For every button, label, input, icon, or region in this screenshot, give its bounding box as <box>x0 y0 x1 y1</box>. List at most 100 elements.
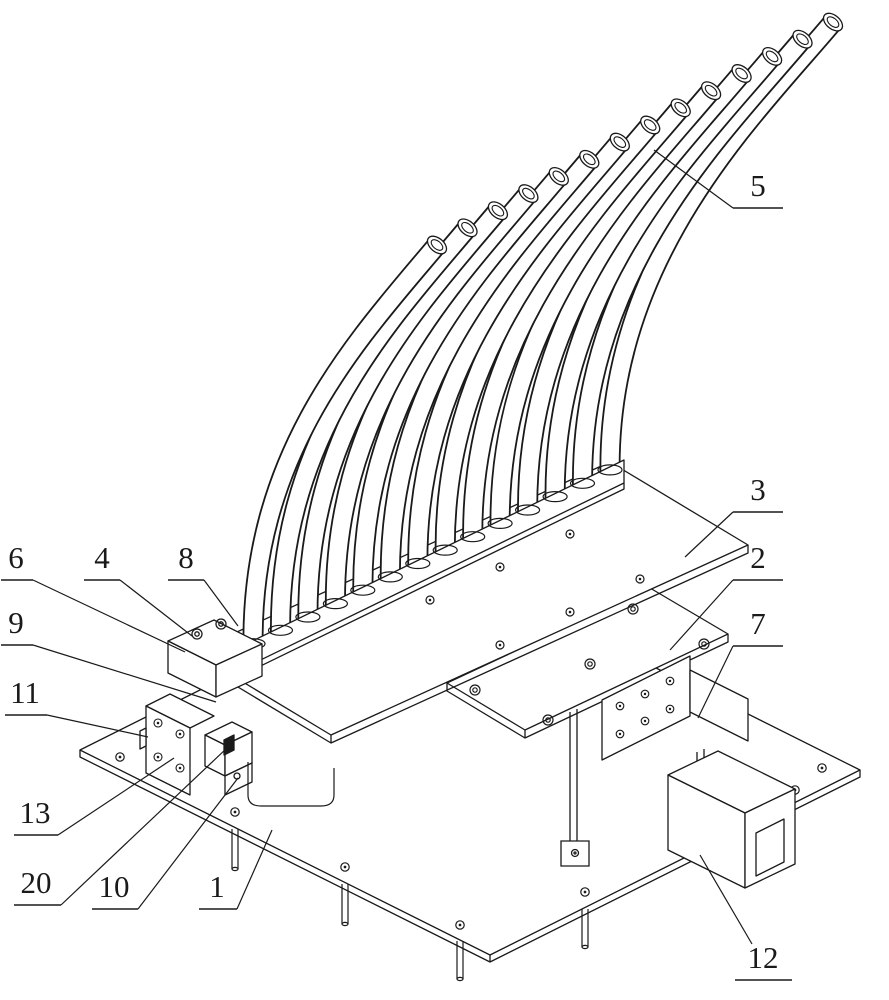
tube-body <box>491 85 718 537</box>
base-plate-thickness <box>79 750 861 963</box>
base-screw <box>455 920 465 930</box>
tube-end-bore <box>461 221 474 234</box>
callout-leader-line <box>32 579 186 653</box>
upper-plate-screw <box>425 595 435 605</box>
base-leg-pins <box>231 829 589 982</box>
base-screw-center <box>458 923 462 927</box>
tube-socket <box>350 584 376 596</box>
tube-end-bore <box>643 119 657 131</box>
tube-socket <box>460 531 486 543</box>
leg-pin-tip <box>456 976 464 982</box>
drive-motor <box>667 750 796 889</box>
tube-end-bore <box>674 101 688 114</box>
leg-pin-tip <box>581 944 589 950</box>
callout-leader-line <box>697 645 734 719</box>
clamp-hole <box>215 618 227 630</box>
upper-plate-screw-center <box>498 643 502 647</box>
base-screw-center <box>118 755 122 759</box>
callout-leader-line <box>57 757 175 836</box>
clamp-hole-inner <box>218 621 224 627</box>
callout-label-3: 3 <box>750 472 766 507</box>
clamp-hole-inner <box>194 631 200 637</box>
tube-end-bore <box>582 153 596 166</box>
lower-plate-hole-inner <box>701 641 707 647</box>
base-plate-screws <box>115 752 827 930</box>
tube-end-bore <box>491 204 505 217</box>
mount-block-screw-center <box>618 704 622 708</box>
mount-block-screw-center <box>668 679 672 683</box>
callout-label-2: 2 <box>750 540 766 575</box>
tube-socket <box>322 597 348 610</box>
base-screw <box>340 862 350 872</box>
callout-leader-line <box>137 777 239 910</box>
base-screw-center <box>820 766 824 770</box>
base-screw-center <box>343 865 347 869</box>
tube-array <box>242 12 844 657</box>
tube-body <box>354 170 566 604</box>
upper-plate-screw-center <box>428 598 432 602</box>
tube-socket <box>267 624 294 636</box>
bracket-front-face <box>145 705 191 796</box>
lower-plate-hole-inner <box>472 687 478 693</box>
mount-block-screw-center <box>643 692 647 696</box>
mount-block-screw <box>665 676 675 686</box>
tube-end-bore <box>735 67 748 80</box>
tube-body <box>271 222 475 644</box>
callout-leader-line <box>669 579 734 651</box>
lower-plate-hole-inner <box>545 717 551 723</box>
callout-label-13: 13 <box>20 795 51 830</box>
callout-label-8: 8 <box>178 540 194 575</box>
mount-block-screw <box>640 689 650 699</box>
bracket-screw-center <box>178 766 182 770</box>
bracket-screw <box>175 729 185 739</box>
upper-plate-screw-center <box>638 577 642 581</box>
base-screw <box>230 807 240 817</box>
tube-body <box>464 102 688 550</box>
tube-body <box>409 136 627 577</box>
bracket-screw-center <box>156 721 160 725</box>
tube-body <box>573 33 810 497</box>
tube-end-bore <box>552 170 566 183</box>
guide-rail <box>689 669 749 742</box>
leg-pin <box>231 829 239 869</box>
lower-plate-hole <box>698 638 710 650</box>
base-screw <box>817 763 827 773</box>
callout-label-9: 9 <box>8 605 24 640</box>
tube-end-bore <box>704 84 718 97</box>
tube-end-bore <box>613 136 627 148</box>
tube-socket <box>597 464 623 476</box>
leg-pin-tip <box>231 866 239 872</box>
callout-label-11: 11 <box>10 675 40 710</box>
callout-leader-line <box>653 149 734 209</box>
bracket-screw <box>153 752 163 762</box>
callout-label-1: 1 <box>209 869 225 904</box>
callout-label-10: 10 <box>99 869 130 904</box>
tube-end-bore <box>826 16 840 28</box>
callout-leader-line <box>684 511 734 558</box>
callout-leader-line <box>119 579 193 637</box>
bracket-screw <box>175 763 185 773</box>
tube-end-bore <box>430 239 444 251</box>
tube-end-bore <box>522 187 535 200</box>
upper-plate-screw <box>495 640 505 650</box>
lower-plate-hole-inner <box>587 661 593 667</box>
tube-socket <box>569 477 596 489</box>
tube-socket <box>432 544 458 556</box>
mount-block-screw-center <box>618 732 622 736</box>
tube-socket <box>405 557 431 570</box>
tube-body <box>601 16 840 483</box>
mount-block-screw <box>615 701 625 711</box>
tube-body <box>381 153 596 590</box>
bracket-screws <box>153 718 185 773</box>
callout-label-7: 7 <box>750 606 766 641</box>
lower-plate-hole <box>469 684 481 696</box>
upper-plate-screw <box>635 574 645 584</box>
callout-label-5: 5 <box>750 168 766 203</box>
callout-label-12: 12 <box>748 940 779 975</box>
clamp-block <box>167 618 263 698</box>
bracket-side-tab <box>139 727 147 750</box>
bracket-screw-center <box>156 755 160 759</box>
lower-plate-holes <box>469 603 710 726</box>
